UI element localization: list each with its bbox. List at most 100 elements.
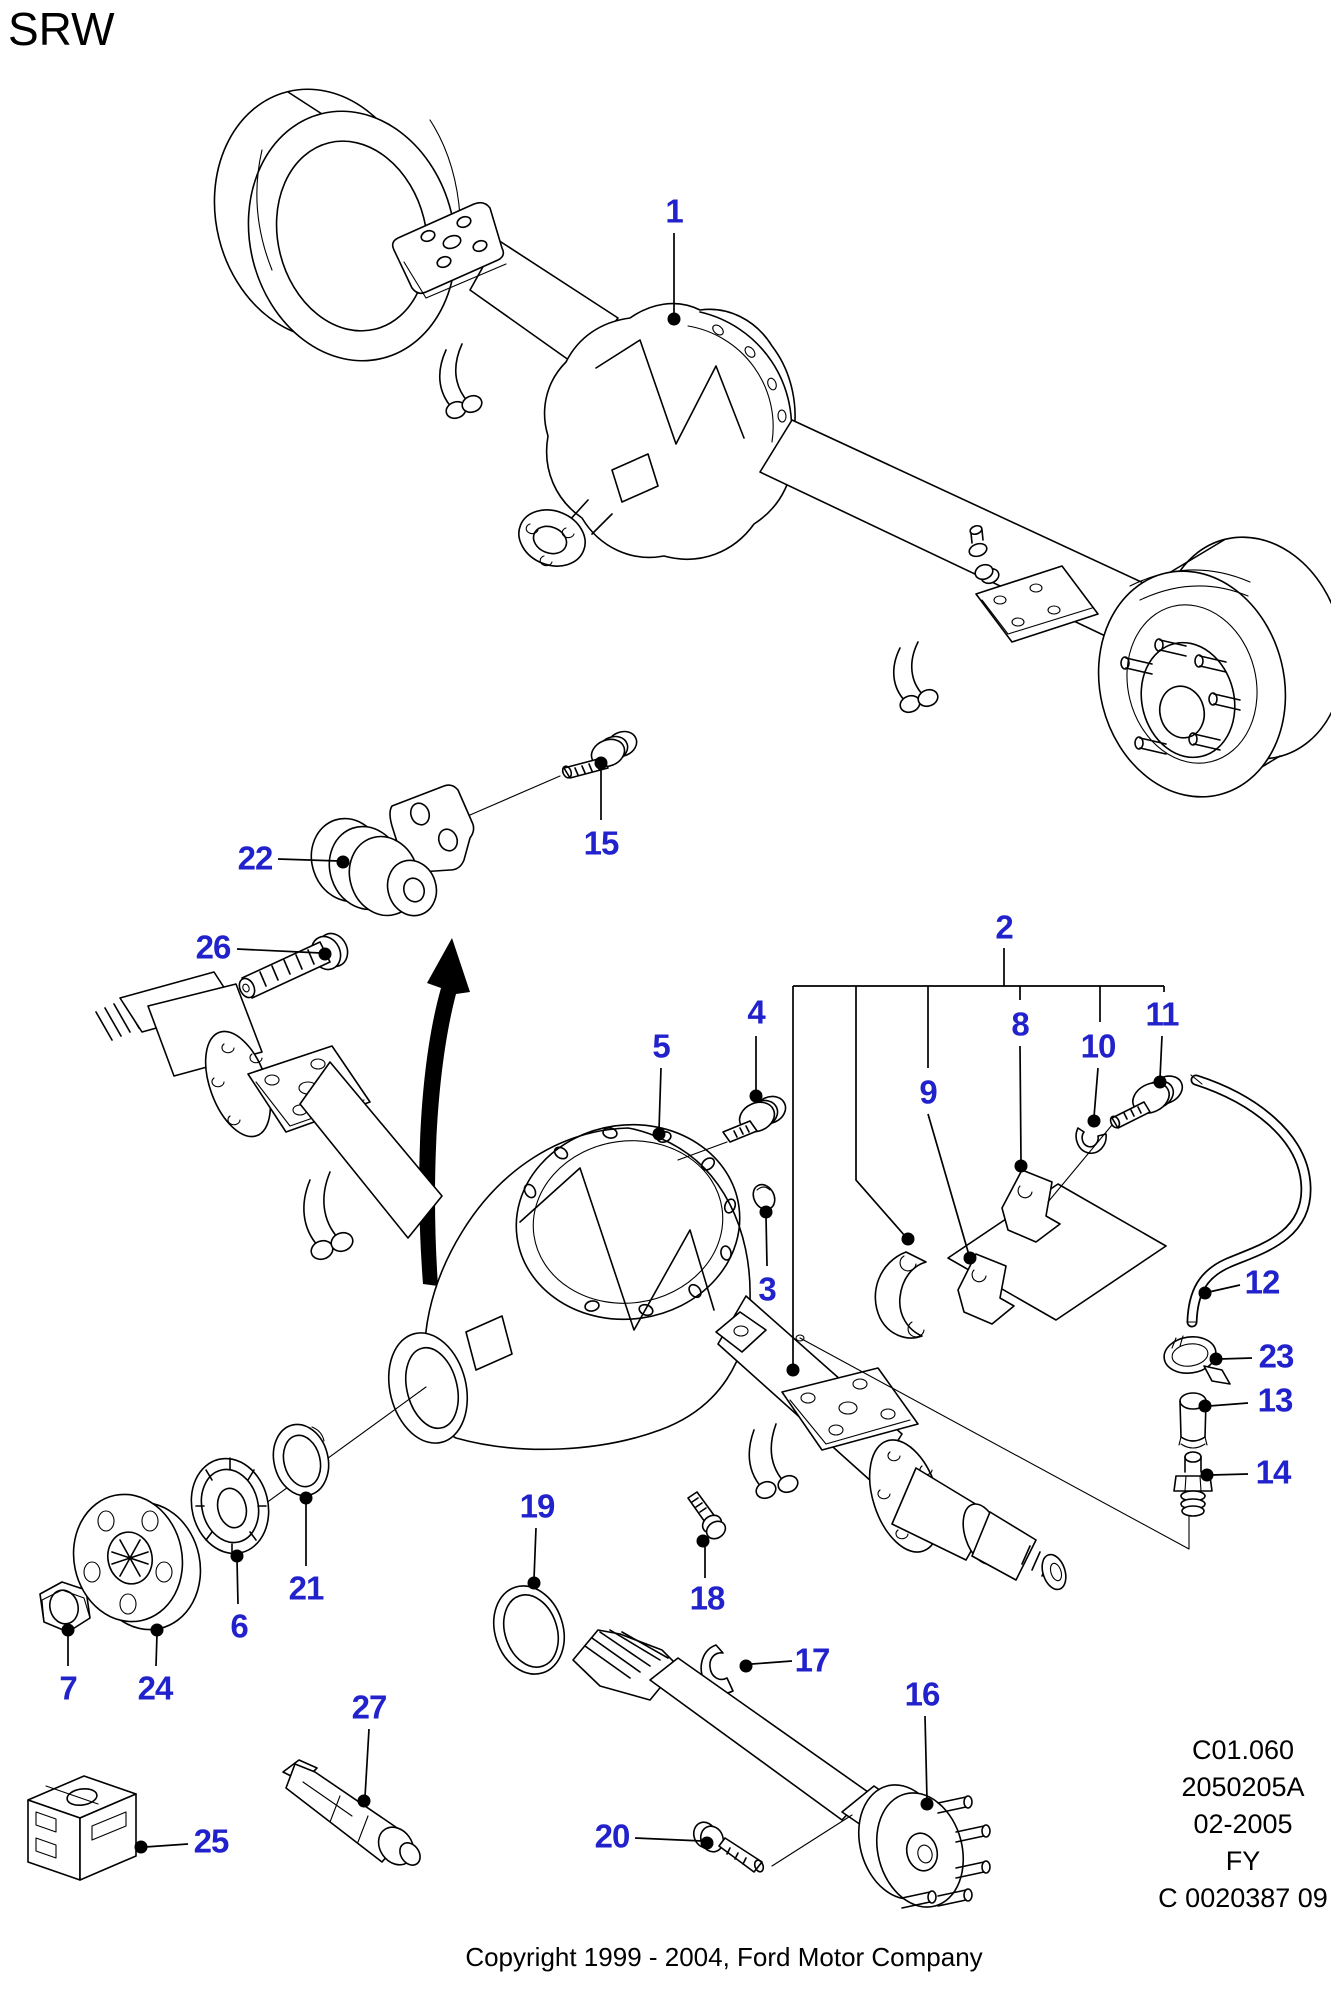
- leader-dot-3: [759, 1205, 773, 1219]
- leader-line-25: [144, 1843, 189, 1848]
- u-bracket-tube: [715, 1311, 767, 1353]
- leader-dot-21: [299, 1491, 313, 1505]
- page-title: SRW: [8, 3, 115, 55]
- leader-line-12: [1208, 1284, 1241, 1293]
- damper-bracket-22: [310, 784, 475, 917]
- part-label-2[interactable]: 2: [995, 908, 1013, 946]
- leader-dot-11: [1153, 1075, 1167, 1089]
- part-label-18[interactable]: 18: [689, 1579, 726, 1617]
- shock-brackets-right: [893, 641, 939, 714]
- drawing-code-line: 2050205A: [1181, 1772, 1305, 1802]
- part-label-14[interactable]: 14: [1255, 1453, 1292, 1491]
- spindle-left: [95, 971, 272, 1138]
- part-label-27[interactable]: 27: [351, 1688, 388, 1726]
- leader-line-27: [364, 1728, 370, 1798]
- leader-dot-7: [61, 1623, 75, 1637]
- leader-dot-17: [739, 1659, 753, 1673]
- part-label-13[interactable]: 13: [1257, 1381, 1294, 1419]
- clip-10: [1075, 1127, 1107, 1154]
- part-label-5[interactable]: 5: [652, 1027, 670, 1065]
- drawing-code-line: 02-2005: [1193, 1809, 1293, 1839]
- leader-line-16: [924, 1715, 928, 1801]
- connector-block-25: [27, 1775, 137, 1881]
- leader-dot-9: [963, 1251, 977, 1265]
- part-label-11[interactable]: 11: [1145, 995, 1180, 1033]
- sealant-tube-27: [282, 1759, 421, 1866]
- shock-brackets-mid: [303, 1171, 354, 1261]
- part-label-9[interactable]: 9: [919, 1073, 937, 1111]
- part-label-10[interactable]: 10: [1080, 1027, 1117, 1065]
- leader-dot-27: [357, 1794, 371, 1808]
- bracket-8: [1001, 1169, 1061, 1243]
- leader-line-9: [927, 1113, 970, 1256]
- breather-vent-top: [968, 524, 988, 558]
- part-label-17[interactable]: 17: [794, 1641, 831, 1679]
- leader-line-19: [533, 1527, 537, 1580]
- leader-dot-18: [696, 1534, 710, 1548]
- part-label-16[interactable]: 16: [904, 1675, 941, 1713]
- leader-line-10: [1093, 1067, 1099, 1118]
- bearing-6: [190, 1457, 270, 1555]
- brake-drum-right: [1097, 536, 1331, 798]
- leader-line-17: [751, 1660, 793, 1665]
- leader-line-22: [277, 858, 340, 862]
- part-label-21[interactable]: 21: [288, 1569, 325, 1607]
- axle-housing-middle: [95, 971, 1190, 1591]
- leader-dot-4: [749, 1089, 763, 1103]
- leader-line-6: [236, 1559, 239, 1605]
- part-label-15[interactable]: 15: [583, 824, 620, 862]
- leader-line-23: [1219, 1357, 1253, 1360]
- part-label-6[interactable]: 6: [230, 1607, 248, 1645]
- part-label-22[interactable]: 22: [237, 839, 274, 877]
- leader-dot-23: [1209, 1352, 1223, 1366]
- part-label-7[interactable]: 7: [59, 1669, 77, 1707]
- vent-fitting-14: [1173, 1451, 1213, 1517]
- part-label-24[interactable]: 24: [137, 1669, 174, 1707]
- leader-dot-22: [336, 855, 350, 869]
- leader-dot-15: [594, 756, 608, 770]
- leader-dot-6: [230, 1549, 244, 1563]
- part-label-3[interactable]: 3: [758, 1270, 776, 1308]
- drawing-code-line: C 0020387 09: [1158, 1883, 1328, 1913]
- drive-flange-24: [72, 1493, 202, 1631]
- part-label-19[interactable]: 19: [519, 1487, 556, 1525]
- part-label-26[interactable]: 26: [195, 928, 232, 966]
- flange-bolt-holes: [523, 1127, 737, 1317]
- leader-dot-20: [700, 1836, 714, 1850]
- part-label-23[interactable]: 23: [1258, 1337, 1295, 1375]
- leader-dot-5: [652, 1127, 666, 1141]
- differential-housing-top: [518, 302, 796, 567]
- axle-assembly-top: [213, 88, 1331, 798]
- part-label-20[interactable]: 20: [594, 1817, 631, 1855]
- wheel-studs: [1120, 638, 1241, 755]
- leader-line-13: [1208, 1402, 1249, 1407]
- differential-housing-mid: [239, 1123, 751, 1523]
- leader-dot-14: [1200, 1468, 1214, 1482]
- leader-dot-10: [1087, 1114, 1101, 1128]
- spring-plate-left: [391, 201, 507, 299]
- drawing-code-line: C01.060: [1191, 1735, 1295, 1765]
- leader-line-24: [155, 1633, 158, 1667]
- part-label-1[interactable]: 1: [665, 192, 683, 230]
- leader-dot-16: [920, 1797, 934, 1811]
- spring-plate-mid-right: [748, 1367, 919, 1500]
- bracket-9b: [957, 1253, 1015, 1325]
- leader-dot-2: [901, 1232, 915, 1246]
- part-label-8[interactable]: 8: [1011, 1005, 1029, 1043]
- brake-drum-left: [213, 88, 461, 362]
- leader-dot-26: [318, 947, 332, 961]
- part-label-25[interactable]: 25: [193, 1822, 230, 1860]
- axle-shaft-16: [572, 1629, 991, 1909]
- leader-line-5: [658, 1067, 662, 1131]
- leader-dot-24: [150, 1623, 164, 1637]
- part-label-4[interactable]: 4: [747, 993, 765, 1031]
- vent-hose-12: [1186, 1074, 1312, 1328]
- hub-studs: [901, 1795, 991, 1909]
- leader-line-11: [1159, 1035, 1163, 1079]
- part-label-12[interactable]: 12: [1244, 1263, 1281, 1301]
- spindle-right: [868, 1439, 1067, 1591]
- o-ring-19: [493, 1585, 565, 1675]
